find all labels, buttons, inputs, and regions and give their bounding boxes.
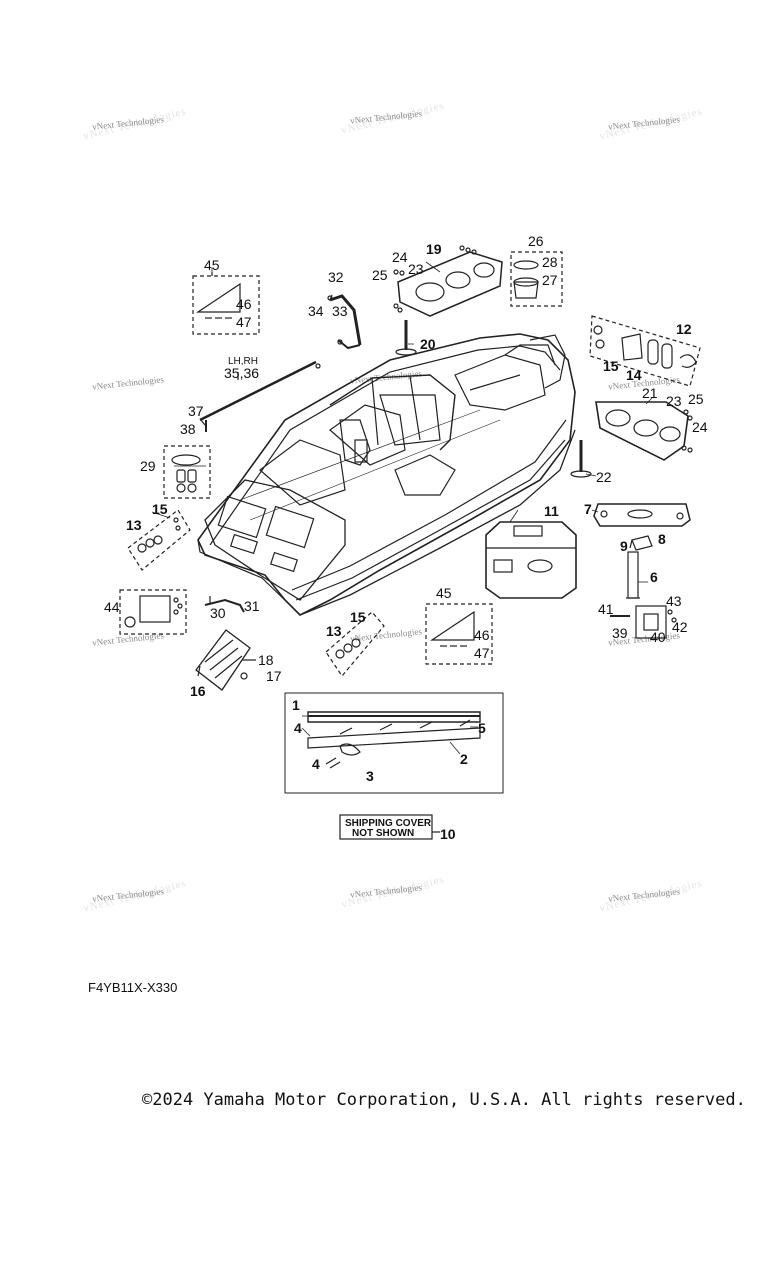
callout-23: 23 — [408, 261, 424, 277]
callout-23: 23 — [666, 393, 682, 409]
shipping-cover-note-line2: NOT SHOWN — [352, 828, 414, 839]
callout-32: 32 — [328, 269, 344, 285]
callout-47: 47 — [474, 645, 490, 661]
callout-13: 13 — [326, 623, 342, 639]
callout-13: 13 — [126, 517, 142, 533]
callout-33: 33 — [332, 303, 348, 319]
callout-16: 16 — [190, 683, 206, 699]
callout-46: 46 — [236, 296, 252, 312]
callout-3: 3 — [366, 768, 374, 784]
callout-6: 6 — [650, 569, 658, 585]
callout-7: 7 — [584, 501, 592, 517]
callout-37: 37 — [188, 403, 204, 419]
callout-44: 44 — [104, 599, 120, 615]
callout-11: 11 — [544, 503, 559, 519]
callout-42: 42 — [672, 619, 688, 635]
callout-31: 31 — [244, 598, 260, 614]
callout-27: 27 — [542, 272, 558, 288]
callout-15: 15 — [152, 501, 168, 517]
copyright-notice: ©2024 Yamaha Motor Corporation, U.S.A. A… — [142, 1090, 746, 1110]
callout-35-36: 35,36 — [224, 365, 259, 381]
callout-41: 41 — [598, 601, 614, 617]
callout-12: 12 — [676, 321, 692, 337]
callout-47: 47 — [236, 314, 252, 330]
callout-18: 18 — [258, 652, 274, 668]
callout-1: 1 — [292, 697, 300, 713]
callout-14: 14 — [626, 367, 642, 383]
callout-22: 22 — [596, 469, 612, 485]
callout-21: 21 — [642, 385, 658, 401]
side-label: LH,RH — [228, 356, 258, 367]
callout-34: 34 — [308, 303, 324, 319]
callout-8: 8 — [658, 531, 666, 547]
callout-10: 10 — [440, 826, 456, 842]
callout-26: 26 — [528, 233, 544, 249]
callout-9: 9 — [620, 538, 628, 554]
shipping-cover-note-line1: SHIPPING COVER — [345, 818, 432, 829]
callout-25: 25 — [372, 267, 388, 283]
callout-43: 43 — [666, 593, 682, 609]
callout-4: 4 — [294, 720, 302, 736]
callout-17: 17 — [266, 668, 282, 684]
callout-45: 45 — [436, 585, 452, 601]
callout-39: 39 — [612, 625, 628, 641]
callout-30: 30 — [210, 605, 226, 621]
callout-5: 5 — [478, 720, 486, 736]
callout-45: 45 — [204, 257, 220, 273]
callout-15: 15 — [603, 358, 619, 374]
callout-4: 4 — [312, 756, 320, 772]
callout-15: 15 — [350, 609, 366, 625]
callout-25: 25 — [688, 391, 704, 407]
diagram-code: F4YB11X-X330 — [88, 980, 178, 995]
callout-20: 20 — [420, 336, 436, 352]
callout-46: 46 — [474, 627, 490, 643]
callout-40: 40 — [650, 629, 666, 645]
callout-24: 24 — [692, 419, 708, 435]
callout-19: 19 — [426, 241, 442, 257]
callout-24: 24 — [392, 249, 408, 265]
callout-28: 28 — [542, 254, 558, 270]
callout-38: 38 — [180, 421, 196, 437]
boat-hull-illustration — [197, 333, 576, 616]
callout-29: 29 — [140, 458, 156, 474]
callout-2: 2 — [460, 751, 468, 767]
